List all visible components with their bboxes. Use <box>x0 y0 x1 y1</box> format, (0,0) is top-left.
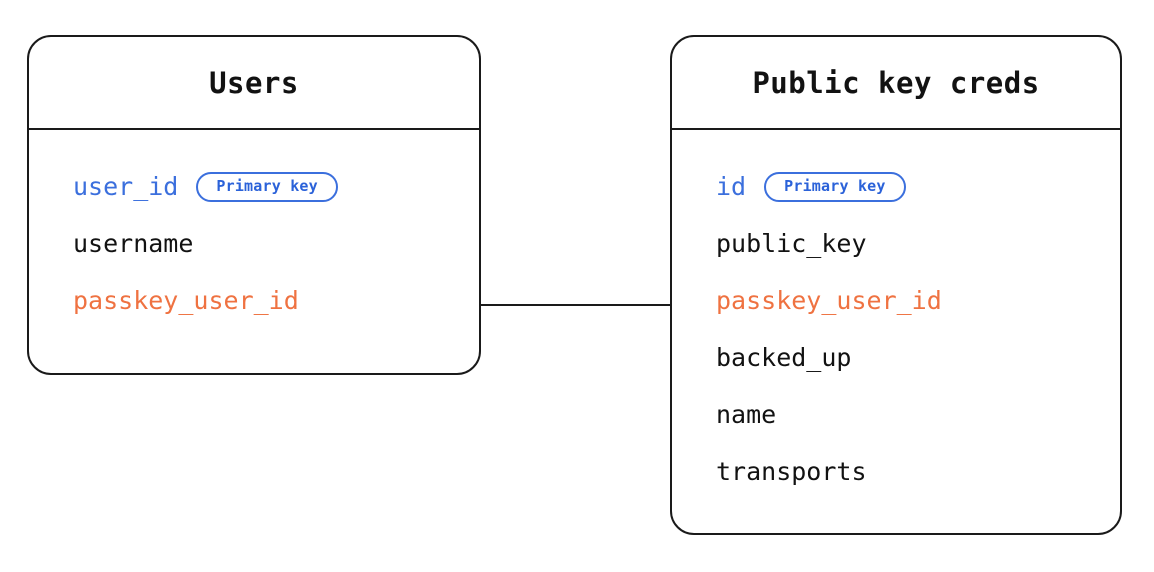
field-name-username: username <box>73 229 194 258</box>
field-row-id[interactable]: id Primary key <box>672 158 1120 215</box>
field-row-username[interactable]: username <box>29 215 479 272</box>
entity-header-users: Users <box>29 37 479 130</box>
field-name-backed-up: backed_up <box>716 343 852 372</box>
field-row-backed-up[interactable]: backed_up <box>672 329 1120 386</box>
field-name-transports: transports <box>716 457 867 486</box>
field-row-transports[interactable]: transports <box>672 443 1120 500</box>
entity-field-list-public-key-creds: id Primary key public_key passkey_user_i… <box>672 130 1120 500</box>
entity-header-public-key-creds: Public key creds <box>672 37 1120 130</box>
field-row-name[interactable]: name <box>672 386 1120 443</box>
field-row-public-key[interactable]: public_key <box>672 215 1120 272</box>
entity-title-users: Users <box>209 65 299 100</box>
field-row-passkey-user-id[interactable]: passkey_user_id <box>29 272 479 329</box>
entity-table-users[interactable]: Users user_id Primary key username passk… <box>27 35 481 375</box>
primary-key-badge-label: Primary key <box>216 177 318 195</box>
field-name-passkey-user-id: passkey_user_id <box>73 286 299 315</box>
relationship-connector-line <box>479 304 672 306</box>
entity-field-list-users: user_id Primary key username passkey_use… <box>29 130 479 329</box>
field-name-name: name <box>716 400 777 429</box>
primary-key-badge: Primary key <box>764 171 906 202</box>
field-row-passkey-user-id[interactable]: passkey_user_id <box>672 272 1120 329</box>
field-name-public-key: public_key <box>716 229 867 258</box>
entity-title-public-key-creds: Public key creds <box>752 65 1040 100</box>
field-name-id: id <box>716 172 747 201</box>
field-row-user-id[interactable]: user_id Primary key <box>29 158 479 215</box>
field-name-passkey-user-id: passkey_user_id <box>716 286 942 315</box>
primary-key-badge-label: Primary key <box>784 177 886 195</box>
field-name-user-id: user_id <box>73 172 179 201</box>
primary-key-badge: Primary key <box>196 171 338 202</box>
entity-table-public-key-creds[interactable]: Public key creds id Primary key public_k… <box>670 35 1122 535</box>
